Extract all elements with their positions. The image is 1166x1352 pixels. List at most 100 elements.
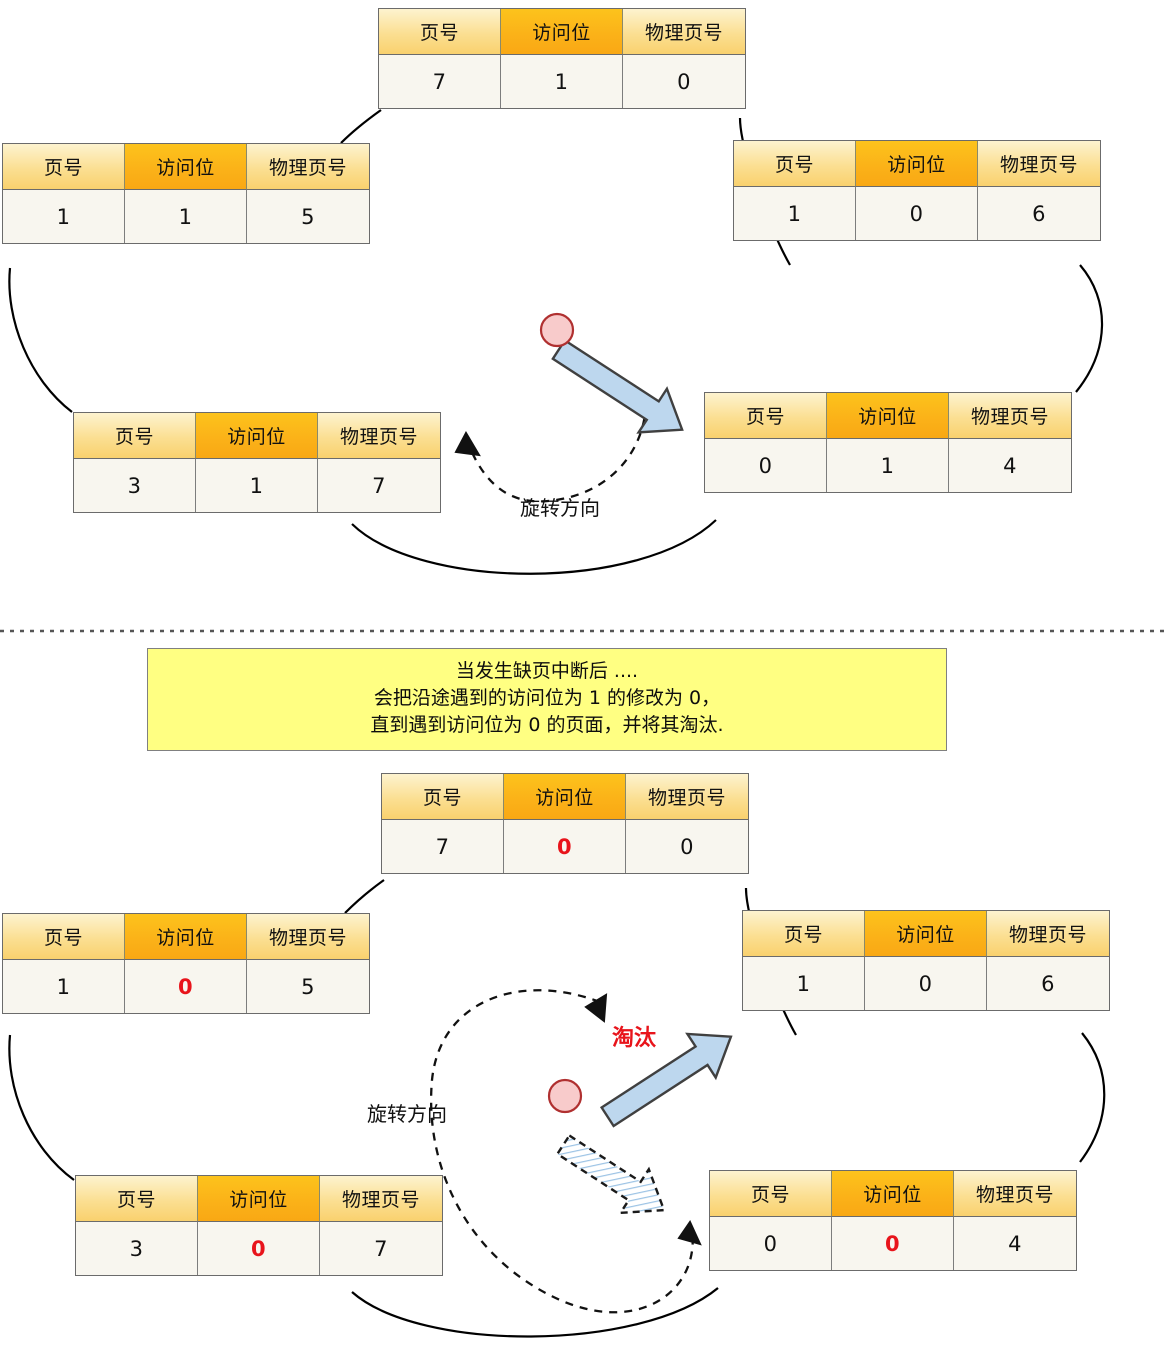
cell-page-no: 1 [734,186,856,240]
cell-access-bit: 0 [856,186,978,240]
col-header-access-bit: 访问位 [196,413,318,458]
col-header-page-no: 页号 [705,393,827,438]
arc-b-left-upper-to-left-lower [8,1034,75,1181]
top-rotation-arc [468,403,648,503]
bottom-rotation-arrowhead [584,993,608,1023]
clock-hand-pivot-after [547,1078,583,1114]
arc-left-lower-to-right-lower [351,519,717,575]
rotation-arrowhead [454,430,481,457]
col-header-page-no: 页号 [76,1176,198,1221]
col-header-frame-no: 物理页号 [320,1176,442,1221]
pte-value-row: 1 0 6 [743,956,1109,1010]
col-header-access-bit: 访问位 [501,9,623,54]
cell-page-no: 0 [705,438,827,492]
pte-right-lower-before[interactable]: 页号 访问位 物理页号 0 1 4 [704,392,1072,493]
cell-page-no: 0 [710,1216,832,1270]
cell-access-bit: 0 [198,1221,320,1275]
col-header-frame-no: 物理页号 [949,393,1071,438]
cell-page-no: 1 [3,959,125,1013]
pte-value-row: 3 0 7 [76,1221,442,1275]
col-header-access-bit: 访问位 [865,911,987,956]
col-header-access-bit: 访问位 [832,1171,954,1216]
pte-header-row: 页号 访问位 物理页号 [3,144,369,189]
col-header-access-bit: 访问位 [125,914,247,959]
cell-access-bit: 0 [125,959,247,1013]
arc-left-upper-to-left-lower [8,267,73,413]
cell-access-bit: 0 [504,819,626,873]
cell-page-no: 7 [382,819,504,873]
cell-access-bit: 1 [196,458,318,512]
cell-frame-no: 7 [318,458,440,512]
pte-left-lower-before[interactable]: 页号 访问位 物理页号 3 1 7 [73,412,441,513]
col-header-frame-no: 物理页号 [623,9,745,54]
pte-value-row: 1 0 6 [734,186,1100,240]
pte-left-upper-after[interactable]: 页号 访问位 物理页号 1 0 5 [2,913,370,1014]
note-line-2: 会把沿途遇到的访问位为 1 的修改为 0， [373,686,721,709]
pte-right-upper-after[interactable]: 页号 访问位 物理页号 1 0 6 [742,910,1110,1011]
col-header-page-no: 页号 [382,774,504,819]
cell-frame-no: 7 [320,1221,442,1275]
pte-header-row: 页号 访问位 物理页号 [743,911,1109,956]
pte-left-lower-after[interactable]: 页号 访问位 物理页号 3 0 7 [75,1175,443,1276]
note-line-3: 直到遇到访问位为 0 的页面，并将其淘汰. [370,713,724,736]
cell-access-bit: 1 [125,189,247,243]
col-header-access-bit: 访问位 [856,141,978,186]
cell-access-bit: 0 [865,956,987,1010]
col-header-access-bit: 访问位 [504,774,626,819]
cell-frame-no: 5 [247,189,369,243]
arc-right-lower-to-right-upper [1075,264,1104,393]
cell-frame-no: 0 [626,819,748,873]
pte-value-row: 7 1 0 [379,54,745,108]
cell-frame-no: 5 [247,959,369,1013]
pte-top-before[interactable]: 页号 访问位 物理页号 7 1 0 [378,8,746,109]
col-header-page-no: 页号 [3,144,125,189]
page-fault-note: 当发生缺页中断后 .... 会把沿途遇到的访问位为 1 的修改为 0， 直到遇到… [147,648,947,751]
pte-value-row: 3 1 7 [74,458,440,512]
col-header-frame-no: 物理页号 [987,911,1109,956]
cell-page-no: 3 [76,1221,198,1275]
clock-hand-arrow [551,338,684,434]
col-header-frame-no: 物理页号 [954,1171,1076,1216]
bottom-rotation-arrowhead-2 [677,1219,702,1246]
col-header-frame-no: 物理页号 [626,774,748,819]
pte-header-row: 页号 访问位 物理页号 [3,914,369,959]
cell-access-bit: 0 [832,1216,954,1270]
rotation-direction-label-bottom: 旋转方向 [367,1102,447,1126]
pte-header-row: 页号 访问位 物理页号 [76,1176,442,1221]
pte-value-row: 0 0 4 [710,1216,1076,1270]
pte-right-upper-before[interactable]: 页号 访问位 物理页号 1 0 6 [733,140,1101,241]
col-header-page-no: 页号 [3,914,125,959]
arc-b-left-lower-to-right-lower [351,1287,719,1338]
cell-frame-no: 6 [987,956,1109,1010]
cell-access-bit: 1 [501,54,623,108]
pte-value-row: 7 0 0 [382,819,748,873]
arc-top-to-left-upper [340,109,382,144]
col-header-page-no: 页号 [74,413,196,458]
cell-page-no: 1 [743,956,865,1010]
cell-page-no: 1 [3,189,125,243]
col-header-page-no: 页号 [743,911,865,956]
cell-access-bit: 1 [827,438,949,492]
pte-header-row: 页号 访问位 物理页号 [710,1171,1076,1216]
col-header-page-no: 页号 [734,141,856,186]
pte-value-row: 0 1 4 [705,438,1071,492]
col-header-frame-no: 物理页号 [318,413,440,458]
cell-page-no: 3 [74,458,196,512]
col-header-page-no: 页号 [710,1171,832,1216]
cell-frame-no: 4 [949,438,1071,492]
evict-label: 淘汰 [612,1026,657,1051]
pte-left-upper-before[interactable]: 页号 访问位 物理页号 1 1 5 [2,143,370,244]
pte-header-row: 页号 访问位 物理页号 [74,413,440,458]
rotation-direction-label-top: 旋转方向 [520,496,600,520]
pte-header-row: 页号 访问位 物理页号 [379,9,745,54]
col-header-frame-no: 物理页号 [247,914,369,959]
arc-b-top-to-left-upper [344,879,385,914]
pte-right-lower-after[interactable]: 页号 访问位 物理页号 0 0 4 [709,1170,1077,1271]
pte-value-row: 1 1 5 [3,189,369,243]
bottom-clock-ring [8,879,1106,1338]
pte-top-after[interactable]: 页号 访问位 物理页号 7 0 0 [381,773,749,874]
pte-header-row: 页号 访问位 物理页号 [734,141,1100,186]
note-line-1: 当发生缺页中断后 .... [455,660,639,682]
